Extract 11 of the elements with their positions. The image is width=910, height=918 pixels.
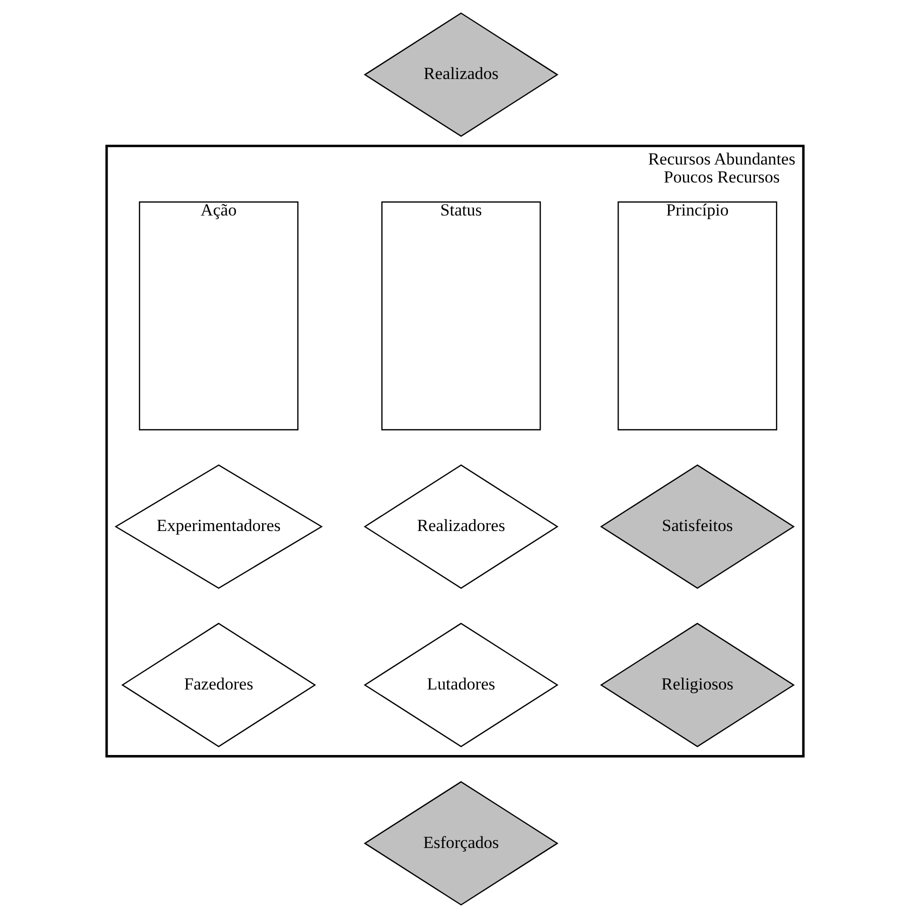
node-diamond: Experimentadores [114,464,323,589]
node-diamond: Realizados [364,12,558,137]
node-diamond: Satisfeitos [600,464,795,589]
node-box: Status [381,201,541,430]
node-box: Ação [138,201,298,430]
node-diamond: Lutadores [364,622,558,748]
node-diamond: Realizadores [364,464,558,589]
node-box: Princípio [618,201,778,430]
node-diamond: Esforçados [364,781,558,906]
node-diamond: Fazedores [121,622,316,748]
node-diamond: Religiosos [600,622,795,748]
